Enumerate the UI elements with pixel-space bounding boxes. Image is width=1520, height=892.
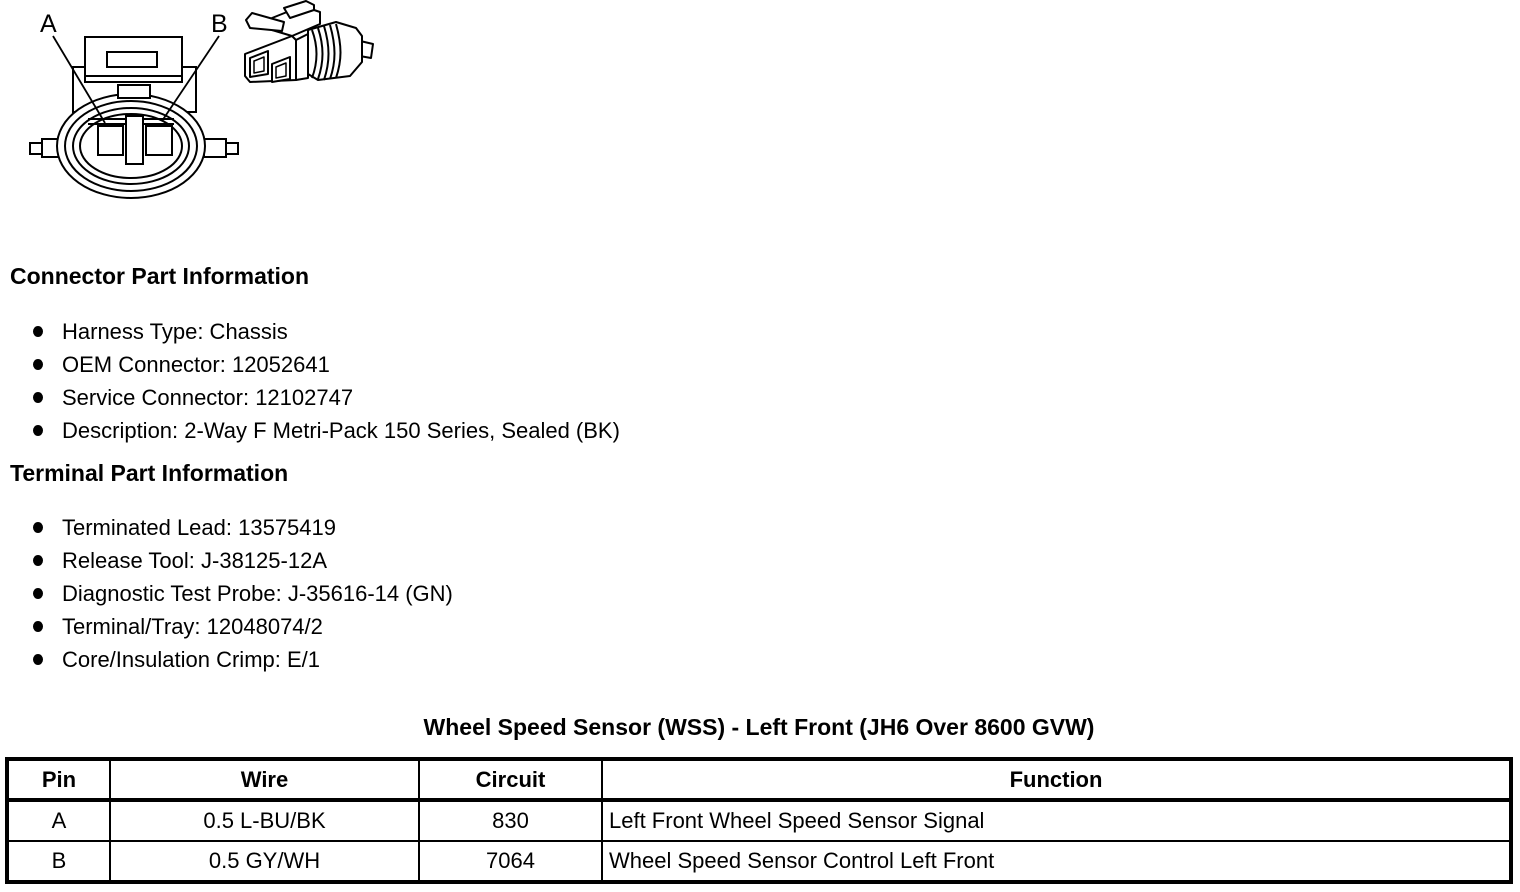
cell-circuit: 830 (418, 799, 603, 842)
list-item-text: Description: 2-Way F Metri-Pack 150 Seri… (62, 418, 620, 443)
column-header-circuit: Circuit (418, 758, 603, 802)
bullet-icon (33, 588, 43, 599)
list-item-text: Harness Type: Chassis (62, 319, 288, 344)
pin-function-table: Pin Wire Circuit Function A 0.5 L-BU/BK … (5, 757, 1513, 884)
list-item-text: OEM Connector: 12052641 (62, 352, 330, 377)
list-item-text: Service Connector: 12102747 (62, 385, 354, 410)
column-header-function: Function (601, 758, 1512, 802)
bullet-icon (33, 555, 43, 566)
list-item: Terminated Lead: 13575419 (30, 511, 453, 544)
bullet-icon (33, 392, 43, 403)
cell-pin: B (6, 840, 111, 883)
list-item: Terminal/Tray: 12048074/2 (30, 610, 453, 643)
list-item: Description: 2-Way F Metri-Pack 150 Seri… (30, 414, 620, 447)
bullet-icon (33, 326, 43, 337)
column-header-pin: Pin (6, 758, 111, 802)
connector-part-information-heading: Connector Part Information (10, 263, 310, 289)
cell-circuit: 7064 (418, 840, 603, 883)
bullet-icon (33, 522, 43, 533)
table-row: B 0.5 GY/WH 7064 Wheel Speed Sensor Cont… (6, 840, 1512, 883)
pin-a-label: A (40, 10, 57, 38)
list-item: Core/Insulation Crimp: E/1 (30, 643, 453, 676)
connector-side-view-icon (244, 0, 374, 83)
connector-diagram: A B (0, 0, 390, 215)
bullet-icon (33, 359, 43, 370)
list-item-text: Core/Insulation Crimp: E/1 (62, 647, 320, 672)
pin-a-leader-line (52, 35, 106, 124)
list-item: Service Connector: 12102747 (30, 381, 620, 414)
bullet-icon (33, 425, 43, 436)
terminal-part-list: Terminated Lead: 13575419 Release Tool: … (30, 511, 453, 676)
connector-diagram-svg: A B (29, 0, 374, 199)
list-item: OEM Connector: 12052641 (30, 348, 620, 381)
cell-wire: 0.5 GY/WH (109, 840, 420, 883)
table-title: Wheel Speed Sensor (WSS) - Left Front (J… (423, 714, 1095, 740)
cell-function: Wheel Speed Sensor Control Left Front (601, 840, 1512, 883)
list-item-text: Terminated Lead: 13575419 (62, 515, 336, 540)
list-item-text: Terminal/Tray: 12048074/2 (62, 614, 323, 639)
bullet-icon (33, 654, 43, 665)
pin-b-label: B (211, 10, 228, 38)
bullet-icon (33, 621, 43, 632)
cavity-a (97, 125, 124, 156)
cell-pin: A (6, 799, 111, 842)
list-item-text: Release Tool: J-38125-12A (62, 548, 327, 573)
connector-part-list: Harness Type: Chassis OEM Connector: 120… (30, 315, 620, 447)
table-row: A 0.5 L-BU/BK 830 Left Front Wheel Speed… (6, 799, 1512, 842)
list-item-text: Diagnostic Test Probe: J-35616-14 (GN) (62, 581, 453, 606)
list-item: Diagnostic Test Probe: J-35616-14 (GN) (30, 577, 453, 610)
terminal-part-information-heading: Terminal Part Information (10, 460, 289, 486)
cell-function: Left Front Wheel Speed Sensor Signal (601, 799, 1512, 842)
list-item: Harness Type: Chassis (30, 315, 620, 348)
list-item: Release Tool: J-38125-12A (30, 544, 453, 577)
column-header-wire: Wire (109, 758, 420, 802)
cell-wire: 0.5 L-BU/BK (109, 799, 420, 842)
cavity-b (145, 125, 173, 156)
connector-face-view-icon (29, 35, 239, 199)
table-header-row: Pin Wire Circuit Function (6, 758, 1512, 802)
pin-b-leader-line (161, 35, 220, 122)
